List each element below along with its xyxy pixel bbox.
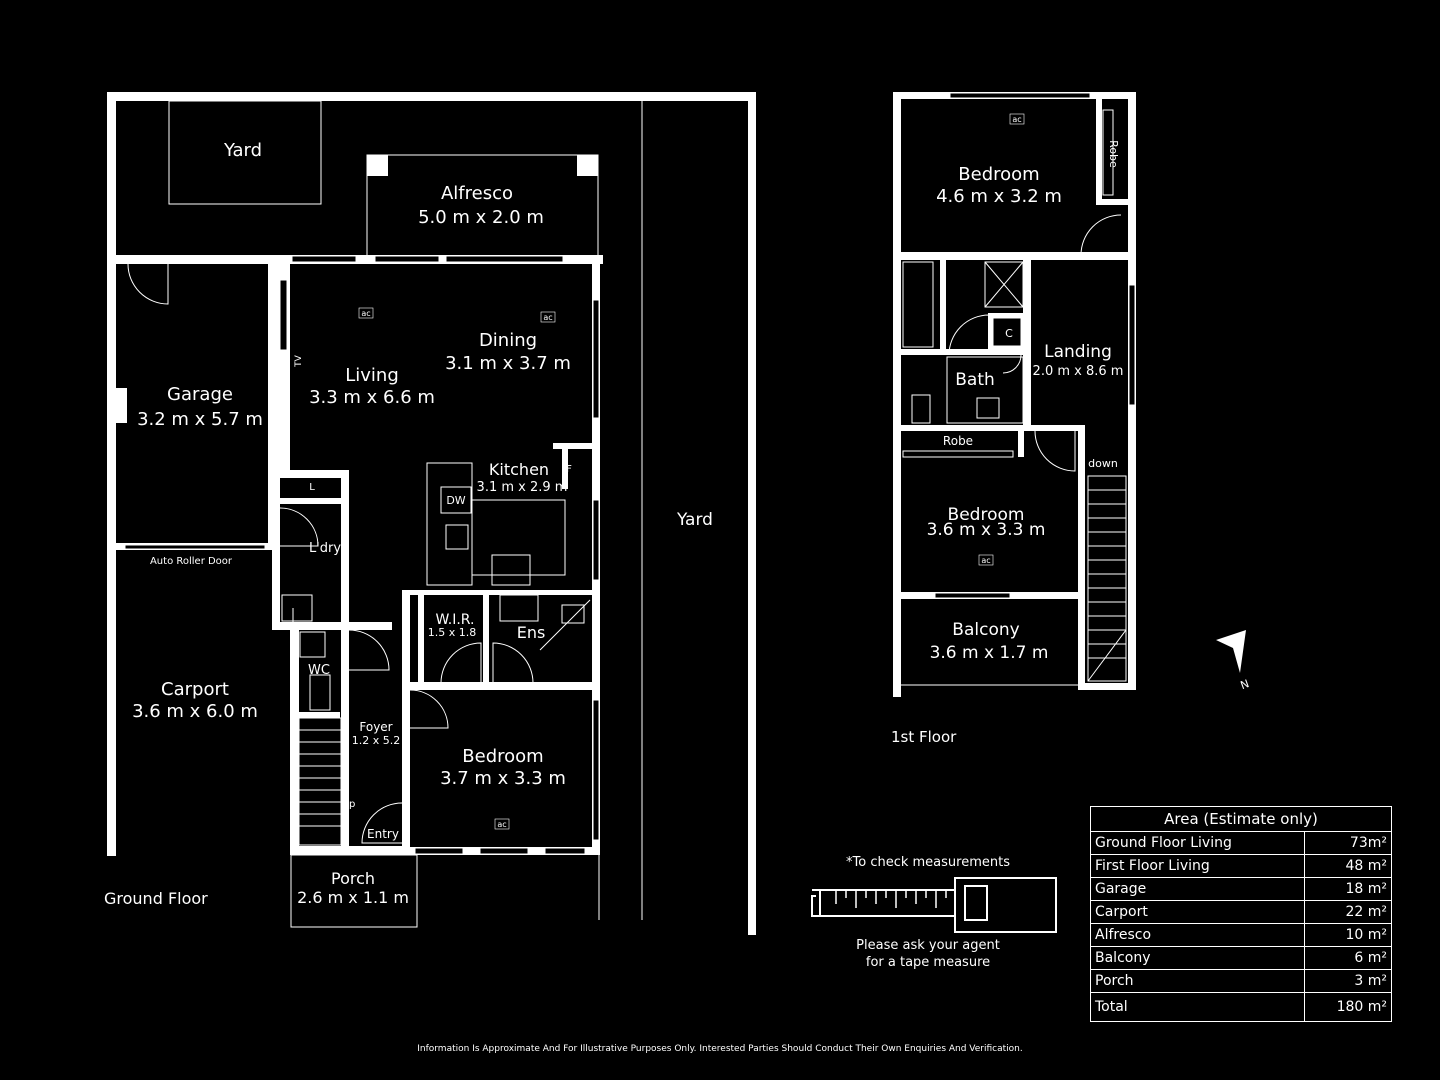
garage-dim: 3.2 m x 5.7 m (137, 409, 263, 430)
tape-note-line2: for a tape measure (865, 955, 991, 970)
alfresco-label: Alfresco (441, 183, 513, 204)
bedroom2-label: Bedroom (948, 505, 1025, 525)
table-row: Porch 3 m² (1090, 969, 1393, 993)
yard-side-label: Yard (676, 510, 713, 530)
area-row-value: 6 m² (1303, 946, 1393, 970)
bath-label: Bath (955, 370, 995, 390)
yard-top-label: Yard (223, 140, 262, 161)
table-row: First Floor Living 48 m² (1090, 854, 1393, 878)
ac-mark-bedroom: ac (497, 820, 506, 829)
kitchen-label: Kitchen (489, 460, 549, 479)
wir-label: W.I.R. (436, 612, 475, 628)
area-row-value: 3 m² (1303, 969, 1393, 993)
porch-dim: 2.6 m x 1.1 m (297, 888, 409, 907)
fridge-mark: F (566, 464, 572, 475)
porch-label: Porch (331, 869, 375, 888)
ensuite-label: Ens (517, 623, 546, 642)
area-table-title: Area (Estimate only) (1090, 806, 1392, 832)
robe1-label: Robe (1107, 140, 1120, 168)
upper-stairs (1087, 475, 1127, 682)
dishwasher-mark: DW (446, 494, 465, 507)
robe2-label: Robe (943, 434, 973, 448)
dining-dim: 3.1 m x 3.7 m (445, 353, 571, 374)
table-row: Garage 18 m² (1090, 877, 1393, 901)
landing-label: Landing (1044, 342, 1112, 362)
area-row-value: 73m² (1303, 831, 1393, 855)
living-label: Living (345, 365, 399, 386)
tape-measure-icon (811, 877, 1057, 933)
kitchen-dim: 3.1 m x 2.9 m (477, 480, 568, 495)
ac-mark-bed1: ac (1012, 115, 1021, 124)
ac-mark-dining: ac (543, 313, 552, 322)
area-row-value: 48 m² (1303, 854, 1393, 878)
ac-mark-bed2: ac (981, 556, 990, 565)
carport-dim: 3.6 m x 6.0 m (132, 701, 258, 722)
area-row-value: 10 m² (1303, 923, 1393, 947)
table-row: Alfresco 10 m² (1090, 923, 1393, 947)
bedroom-ground-dim: 3.7 m x 3.3 m (440, 768, 566, 789)
dining-label: Dining (479, 330, 537, 351)
table-row: Balcony 6 m² (1090, 946, 1393, 970)
bedroom2-dim: 3.6 m x 3.3 m (927, 520, 1046, 540)
wir-dim: 1.5 x 1.8 (428, 626, 477, 639)
laundry-label: L'dry (309, 541, 341, 556)
area-row-value: 18 m² (1303, 877, 1393, 901)
area-row-label: Garage (1090, 877, 1305, 901)
ground-floor-plan (107, 92, 756, 935)
area-row-label: Porch (1090, 969, 1305, 993)
north-arrow-icon: N (1216, 630, 1251, 692)
compass-label: N (1239, 677, 1251, 692)
linen-mark: L (309, 482, 315, 493)
stairs-down-mark: down (1088, 457, 1118, 470)
area-total-value: 180 m² (1303, 992, 1393, 1022)
balcony-dim: 3.6 m x 1.7 m (930, 643, 1049, 663)
alfresco-dim: 5.0 m x 2.0 m (418, 207, 544, 228)
living-dim: 3.3 m x 6.6 m (309, 387, 435, 408)
tv-mark: TV (294, 354, 304, 367)
table-row: Ground Floor Living 73m² (1090, 831, 1393, 855)
table-row-total: Total 180 m² (1090, 992, 1393, 1022)
wc-label: WC (308, 663, 330, 678)
area-table: Area (Estimate only) Ground Floor Living… (1090, 806, 1393, 1022)
area-total-label: Total (1090, 992, 1305, 1022)
foyer-label: Foyer (359, 720, 392, 734)
foyer-dim: 1.2 x 5.2 (352, 734, 401, 747)
balcony-label: Balcony (952, 620, 1019, 640)
area-row-label: Alfresco (1090, 923, 1305, 947)
tape-heading: *To check measurements (846, 855, 1010, 870)
area-row-label: Balcony (1090, 946, 1305, 970)
area-row-label: Ground Floor Living (1090, 831, 1305, 855)
area-row-label: Carport (1090, 900, 1305, 924)
entry-mark: Entry (367, 827, 399, 841)
roller-door-label: Auto Roller Door (150, 556, 233, 567)
landing-dim: 2.0 m x 8.6 m (1033, 364, 1124, 379)
carport-label: Carport (161, 679, 229, 700)
bedroom1-dim: 4.6 m x 3.2 m (936, 186, 1062, 207)
cupboard-label: C (1005, 327, 1013, 340)
area-row-value: 22 m² (1303, 900, 1393, 924)
first-floor-labels: Bedroom 4.6 m x 3.2 m Robe ac Landing 2.… (891, 113, 1124, 746)
stairs-up-mark: up (343, 799, 356, 810)
area-row-label: First Floor Living (1090, 854, 1305, 878)
ground-floor-caption: Ground Floor (104, 889, 208, 908)
first-floor-plan (893, 92, 1136, 697)
ac-mark-living: ac (361, 309, 370, 318)
ground-stairs (298, 717, 342, 846)
bedroom-ground-label: Bedroom (462, 746, 543, 767)
ground-floor-labels: Yard Alfresco 5.0 m x 2.0 m Garage 3.2 m… (104, 140, 713, 908)
disclaimer: Information Is Approximate And For Illus… (417, 1044, 1023, 1054)
garage-label: Garage (167, 384, 233, 405)
first-floor-caption: 1st Floor (891, 728, 957, 746)
bedroom1-label: Bedroom (958, 164, 1039, 185)
table-row: Carport 22 m² (1090, 900, 1393, 924)
tape-note-line1: Please ask your agent (856, 938, 1000, 953)
